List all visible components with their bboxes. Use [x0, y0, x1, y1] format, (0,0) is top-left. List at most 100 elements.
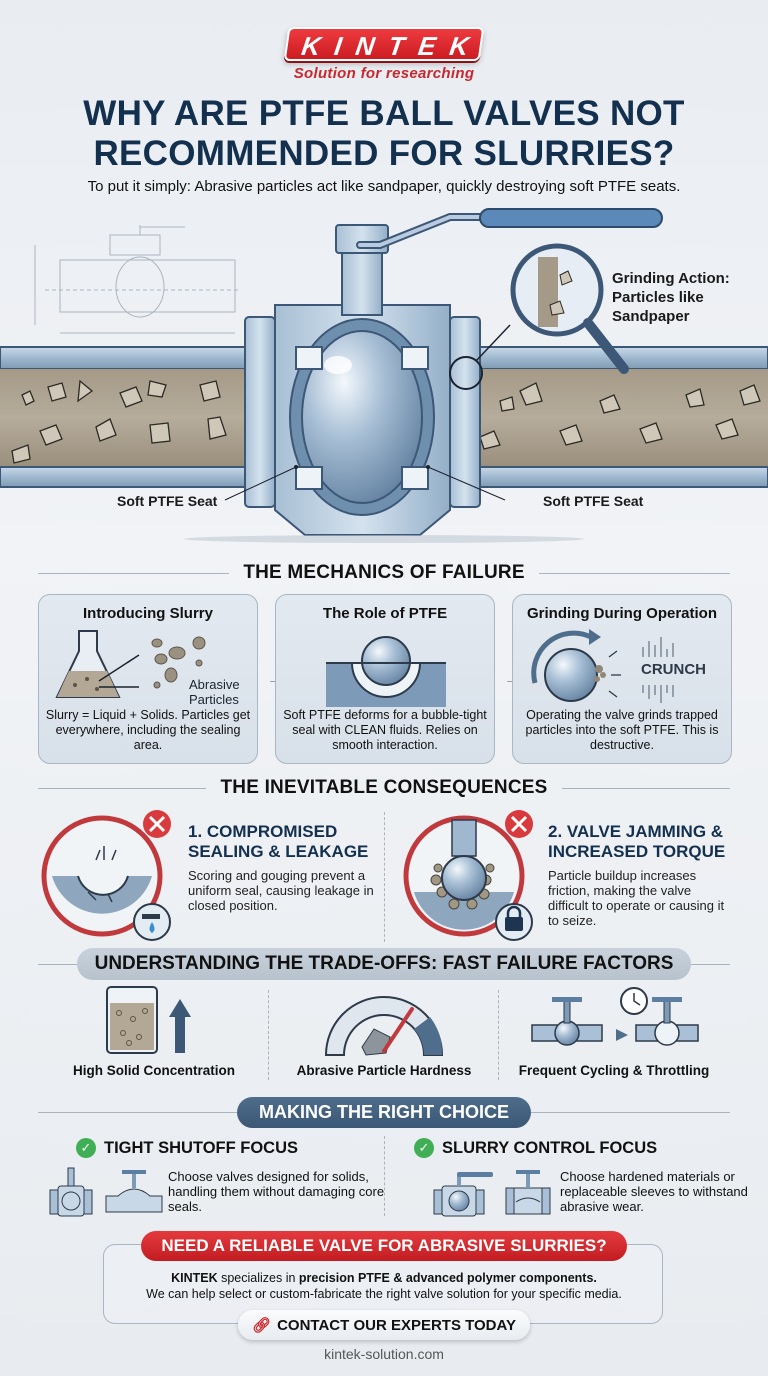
divider [691, 963, 731, 965]
check-icon: ✓ [76, 1138, 96, 1158]
label-line-1: Abrasive [189, 677, 240, 692]
leaking-faucet-icon [133, 903, 171, 941]
card-introducing-slurry: Introducing Slurry Abrasive Particles Sl… [38, 594, 258, 764]
divider [538, 572, 731, 574]
card-title: The Role of PTFE [322, 605, 448, 622]
choice-description: Choose valves designed for solids, handl… [168, 1169, 385, 1214]
brand-tagline: Solution for researching [293, 65, 475, 82]
flask-icon [55, 630, 206, 698]
cta-description: KINTEK specializes in precision PTFE & a… [0, 1270, 768, 1302]
vertical-divider [384, 812, 385, 942]
cta-text-line-1: KINTEK specializes in precision PTFE & a… [0, 1270, 768, 1286]
factor-label: Frequent Cycling & Throttling [518, 1063, 710, 1078]
vertical-divider [498, 990, 499, 1080]
choice-heading: MAKING THE RIGHT CHOICE [237, 1097, 531, 1128]
website-link[interactable]: kintek-solution.com [324, 1346, 444, 1362]
consequences-heading: THE INEVITABLE CONSEQUENCES [220, 777, 548, 798]
vertical-divider [268, 990, 269, 1080]
grind-label-line-1: Grinding Action: [612, 270, 730, 287]
brand-header: KINTEK Solution for researching [0, 27, 768, 82]
card-grinding-during-operation: Grinding During Operation CRUNCH Operati… [512, 594, 732, 764]
hardness-gauge-icon [324, 996, 444, 1056]
consequence-compromised-sealing: 1. COMPROMISED SEALING & LEAKAGE Scoring… [40, 810, 380, 945]
ball-valve-cutaway-icon [0, 208, 768, 543]
factor-label: High Solid Concentration [73, 1063, 235, 1078]
label-line-2: Particles [189, 692, 239, 707]
cta-text-line-2: We can help select or custom-fabricate t… [146, 1287, 622, 1301]
factor-label: Abrasive Particle Hardness [296, 1063, 472, 1078]
link-icon: 🔗︎ [252, 1317, 272, 1334]
title-line-1: 2. VALVE JAMMING & [548, 822, 724, 841]
cta-text-mid: specializes in [217, 1271, 299, 1285]
divider [38, 1112, 237, 1113]
card-description: Soft PTFE deforms for a bubble-tight sea… [283, 708, 487, 752]
vertical-divider [384, 1136, 385, 1216]
choice-title-row: ✓ TIGHT SHUTOFF FOCUS [76, 1138, 388, 1158]
choice-slurry-control: ✓ SLURRY CONTROL FOCUS Choose hardened m… [414, 1138, 754, 1217]
factor-cycling-throttling: Frequent Cycling & Throttling [486, 985, 742, 1085]
consequence-title: 2. VALVE JAMMING & INCREASED TORQUE [548, 822, 725, 862]
choice-title: TIGHT SHUTOFF FOCUS [104, 1138, 299, 1157]
valve-cycle-clock-icon [531, 987, 699, 1046]
tradeoffs-section-header: UNDERSTANDING THE TRADE-OFFS: FAST FAILU… [0, 948, 768, 980]
grinding-action-label: Grinding Action: Particles like Sandpape… [612, 269, 762, 326]
title-line-2: SEALING & LEAKAGE [188, 842, 369, 861]
choice-tight-shutoff: ✓ TIGHT SHUTOFF FOCUS Choose valves desi… [48, 1138, 388, 1217]
jammed-ball-icon [403, 810, 533, 941]
consequence-description: Scoring and gouging prevent a uniform se… [188, 868, 374, 913]
title-line-2: INCREASED TORQUE [548, 842, 726, 861]
factor-particle-hardness: Abrasive Particle Hardness [256, 985, 512, 1085]
kintek-logo[interactable]: KINTEK [283, 27, 485, 61]
card-title: Grinding During Operation [527, 605, 717, 622]
seat-label-right: Soft PTFE Seat [543, 493, 644, 509]
card-role-of-ptfe: The Role of PTFE Soft PTFE deforms for a… [275, 594, 495, 764]
cta-header: NEED A RELIABLE VALVE FOR ABRASIVE SLURR… [0, 1231, 768, 1261]
check-icon: ✓ [414, 1138, 434, 1158]
title-line-2: RECOMMENDED FOR SLURRIES? [93, 134, 675, 173]
page-subtitle: To put it simply: Abrasive particles act… [87, 178, 681, 195]
crunch-label: CRUNCH [641, 661, 706, 678]
tradeoffs-heading: UNDERSTANDING THE TRADE-OFFS: FAST FAILU… [76, 948, 692, 980]
title-line-1: 1. COMPROMISED [188, 822, 338, 841]
choice-title-row: ✓ SLURRY CONTROL FOCUS [414, 1138, 754, 1158]
grinding-ball-icon [531, 629, 674, 703]
card-description: Slurry = Liquid + Solids. Particles get … [45, 708, 251, 752]
card-description: Operating the valve grinds trapped parti… [525, 708, 719, 752]
consequence-description: Particle buildup increases friction, mak… [548, 868, 725, 928]
cracked-seat-icon [41, 810, 171, 941]
brand-name: KINTEK [171, 1271, 218, 1285]
hero-valve-illustration: Soft PTFE Seat Soft PTFE Seat Grinding A… [0, 205, 768, 545]
x-icon [505, 810, 533, 838]
consequence-valve-jamming: 2. VALVE JAMMING & INCREASED TORQUE Part… [402, 810, 742, 945]
mechanics-section-header: THE MECHANICS OF FAILURE [0, 562, 768, 584]
divider [38, 963, 77, 965]
mechanics-heading: THE MECHANICS OF FAILURE [243, 562, 525, 583]
choice-section-header: MAKING THE RIGHT CHOICE [0, 1097, 768, 1128]
divider [531, 1112, 730, 1113]
contact-button-label: CONTACT OUR EXPERTS TODAY [277, 1316, 516, 1334]
ball-in-seat-icon [326, 636, 446, 707]
page-title: WHY ARE PTFE BALL VALVES NOT RECOMMENDED… [0, 94, 768, 174]
cta-text-bold: precision PTFE & advanced polymer compon… [298, 1271, 597, 1285]
choice-description: Choose hardened materials or replaceable… [560, 1169, 748, 1214]
seat-label-left: Soft PTFE Seat [117, 493, 218, 509]
abrasive-particles-label: Abrasive Particles [189, 677, 240, 707]
cta-heading: NEED A RELIABLE VALVE FOR ABRASIVE SLURR… [141, 1231, 627, 1261]
consequences-section-header: THE INEVITABLE CONSEQUENCES [0, 777, 768, 799]
card-title: Introducing Slurry [82, 605, 213, 622]
magnifying-glass-icon [510, 243, 629, 374]
beaker-up-arrow-icon [106, 986, 191, 1054]
x-icon [143, 810, 171, 838]
lock-icon [495, 903, 533, 941]
title-line-1: WHY ARE PTFE BALL VALVES NOT [83, 94, 685, 133]
technical-drawing [34, 225, 240, 334]
knife-gate-and-diaphragm-valve-icon [49, 1167, 163, 1217]
contact-experts-button[interactable]: 🔗︎ CONTACT OUR EXPERTS TODAY [238, 1310, 530, 1340]
ball-and-pinch-valve-icon [433, 1170, 551, 1217]
consequence-title: 1. COMPROMISED SEALING & LEAKAGE [188, 822, 368, 862]
divider [38, 572, 230, 574]
factor-solid-concentration: High Solid Concentration [26, 985, 282, 1085]
grind-label-line-3: Sandpaper [612, 308, 690, 325]
choice-title: SLURRY CONTROL FOCUS [442, 1138, 658, 1157]
